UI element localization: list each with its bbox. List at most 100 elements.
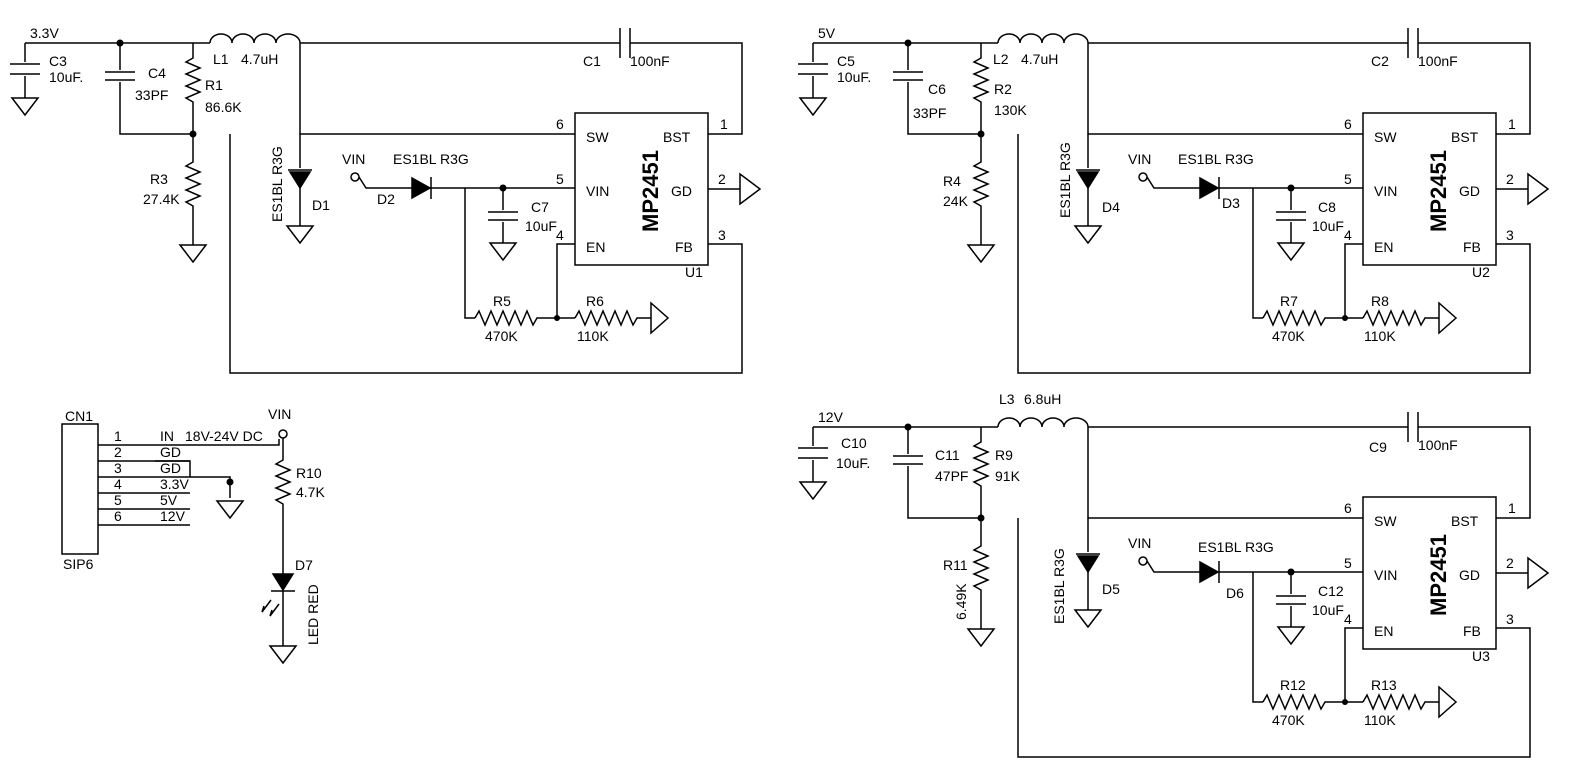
ic-ref: U3 <box>1472 648 1490 664</box>
pin-gd-num: 2 <box>1506 171 1514 187</box>
capacitor-c-ff <box>893 43 981 135</box>
indicator-led-value: LED RED <box>305 584 321 645</box>
labels-circuit-1: 5V C5 10uF. C6 33PF L2 4.7uH R2 130K R4 … <box>818 25 1516 344</box>
pin-fb-num: 3 <box>1506 227 1514 243</box>
pin-1-num: 1 <box>114 428 122 444</box>
r-en2-ref: R6 <box>586 293 604 309</box>
c-in-value: 10uF <box>1312 602 1344 618</box>
diode-d-sw <box>285 134 315 245</box>
d-in-value: ES1BL R3G <box>393 151 469 167</box>
ic-part: MP2451 <box>1426 150 1451 232</box>
inductor-ref: L1 <box>213 51 229 67</box>
diode-d-in <box>1199 176 1220 200</box>
r-en1-value: 470K <box>1272 328 1305 344</box>
capacitor-c-in <box>1276 572 1306 646</box>
r-bot-value: 24K <box>943 193 969 209</box>
pin-5-num: 5 <box>114 492 122 508</box>
c-in-ref: C8 <box>1318 199 1336 215</box>
pin-vin-num: 5 <box>1344 171 1352 187</box>
c-ff-ref: C6 <box>928 81 946 97</box>
pin-6-label: 12V <box>160 508 186 524</box>
inductor <box>209 33 301 44</box>
diode-d-in <box>411 176 432 200</box>
capacitor-c-ff <box>893 427 981 519</box>
pin-bst-num: 1 <box>1508 116 1516 132</box>
r-en2-value: 110K <box>577 328 609 344</box>
resistor-r-en1 <box>1262 309 1363 327</box>
pin-sw-label: SW <box>1374 513 1397 529</box>
inductor-ref: L3 <box>999 391 1015 407</box>
r-en2-ref: R8 <box>1371 293 1389 309</box>
ic-part: MP2451 <box>1426 534 1451 616</box>
c-out-value: 10uF. <box>837 69 871 85</box>
r-bot-value: 6.49K <box>953 583 969 620</box>
pin-en-label: EN <box>1374 623 1393 639</box>
r-en2-ref: R13 <box>1371 677 1397 693</box>
indicator-led-circuit: VIN R10 4.7K D7 LED RED <box>261 406 325 665</box>
c-ff-ref: C11 <box>935 447 960 463</box>
pin-en-num: 4 <box>1344 227 1352 243</box>
r-top-ref: R1 <box>205 77 223 93</box>
pin-sw-num: 6 <box>1344 500 1352 516</box>
buck-converter-12v <box>798 412 1550 758</box>
c-bst-ref: C2 <box>1371 53 1389 69</box>
pin-vin-label: VIN <box>1374 183 1397 199</box>
vin-input <box>350 172 412 189</box>
pin-en-label: EN <box>1374 239 1393 255</box>
r-top-value: 86.6K <box>205 99 242 115</box>
r-en2-value: 110K <box>1364 712 1396 728</box>
indicator-r-ref: R10 <box>296 465 322 481</box>
c-out-ref: C3 <box>49 53 67 69</box>
pin-2-label: GD <box>160 444 181 460</box>
pin-fb-label: FB <box>1463 239 1481 255</box>
c-in-ref: C7 <box>531 199 549 215</box>
c-bst-ref: C9 <box>1369 439 1387 455</box>
r-bot-ref: R4 <box>943 173 961 189</box>
pin-gd-label: GD <box>1459 183 1480 199</box>
inductor-value: 6.8uH <box>1024 391 1061 407</box>
pin-bst-num: 1 <box>1508 500 1516 516</box>
labels-circuit-2: 12V C10 10uF. C11 47PF L3 6.8uH R9 91K R… <box>818 391 1516 728</box>
c-out-value: 10uF. <box>836 455 870 471</box>
c-ff-value: 33PF <box>135 87 168 103</box>
resistor-r-bot <box>966 518 996 648</box>
resistor-r-top <box>184 43 202 134</box>
pin-bst-label: BST <box>1451 513 1479 529</box>
r-en1-value: 470K <box>1272 712 1305 728</box>
r-top-value: 91K <box>995 468 1021 484</box>
r-en1-ref: R7 <box>1280 293 1298 309</box>
diode-d-sw <box>1073 134 1103 245</box>
r-en1-ref: R12 <box>1280 677 1306 693</box>
pin-fb-label: FB <box>1463 623 1481 639</box>
inductor <box>997 33 1089 44</box>
pin-vin-num: 5 <box>556 171 564 187</box>
ic-part: MP2451 <box>638 150 663 232</box>
output-label: 5V <box>818 25 836 41</box>
c-bst-value: 100nF <box>1418 53 1458 69</box>
r-top-ref: R2 <box>994 81 1012 97</box>
c-ff-value: 33PF <box>913 105 946 121</box>
c-ff-ref: C4 <box>148 65 166 81</box>
pin-bst-label: BST <box>1451 129 1479 145</box>
capacitor-c-out <box>10 43 40 117</box>
c-in-value: 10uF <box>525 218 557 234</box>
d-sw-value: ES1BL R3G <box>1057 142 1073 218</box>
capacitor-c-bst <box>1407 28 1419 58</box>
pin-vin-num: 5 <box>1344 555 1352 571</box>
r-en1-value: 470K <box>485 328 518 344</box>
pin-gd-label: GD <box>671 183 692 199</box>
resistor-r-top <box>972 43 990 134</box>
pin-gd-label: GD <box>1459 567 1480 583</box>
indicator-vin-label: VIN <box>268 406 291 422</box>
d-in-value: ES1BL R3G <box>1198 539 1274 555</box>
r-top-value: 130K <box>994 102 1027 118</box>
resistor-r-bot <box>178 134 208 264</box>
pin-en-num: 4 <box>556 227 564 243</box>
pin-1-note: 18V-24V DC <box>185 428 263 444</box>
pin-vin-label: VIN <box>586 183 609 199</box>
labels-circuit-0: 3.3V C3 10uF. C4 33PF L1 4.7uH R1 86.6K … <box>30 25 728 344</box>
pin-sw-label: SW <box>586 129 609 145</box>
vin-label: VIN <box>1128 151 1151 167</box>
pin-3-num: 3 <box>114 460 122 476</box>
